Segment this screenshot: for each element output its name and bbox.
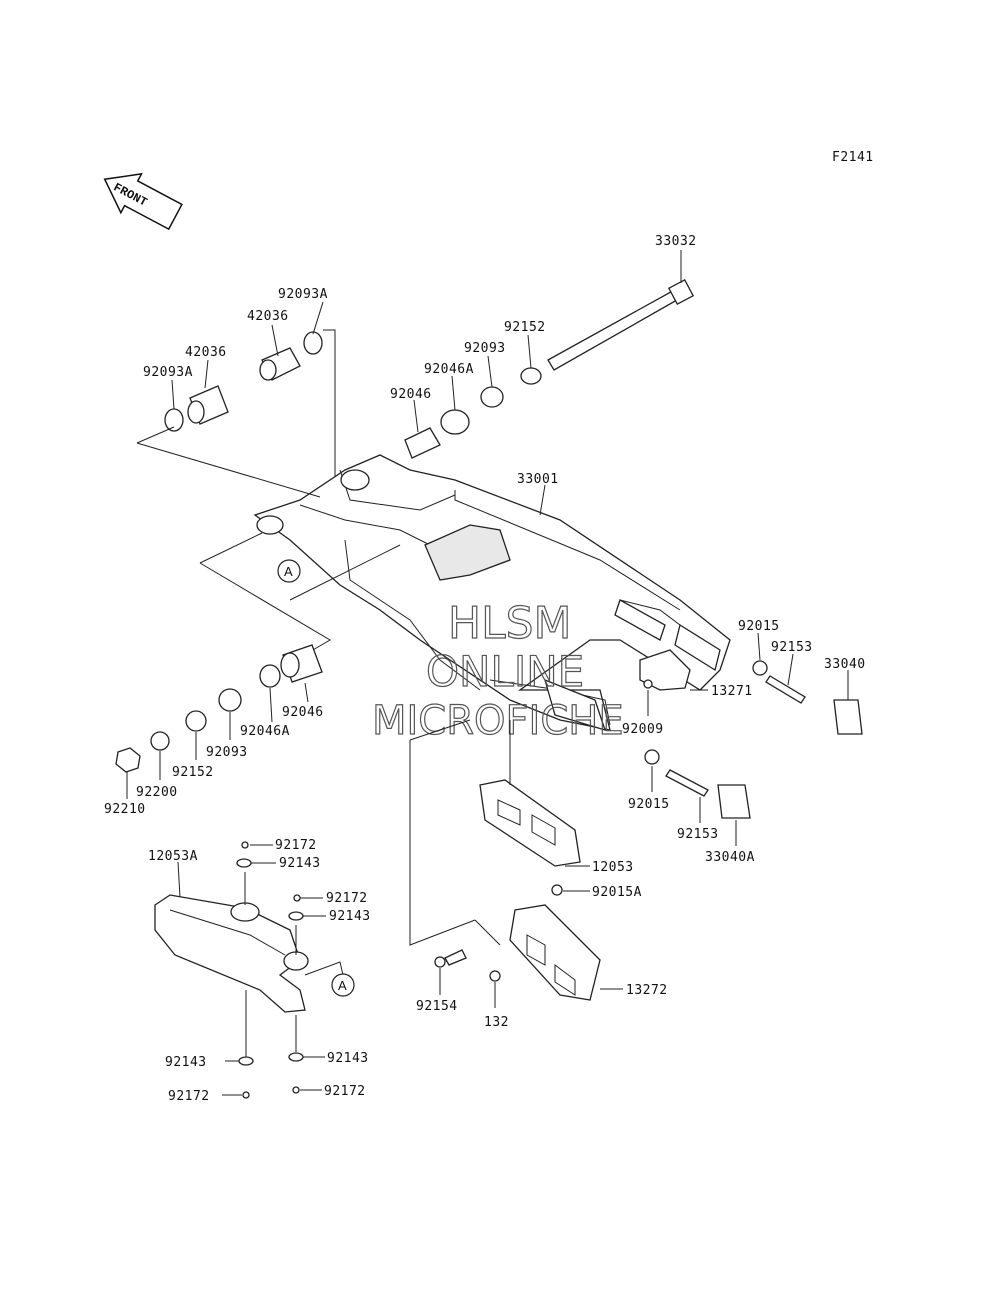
svg-text:HLSM: HLSM: [448, 598, 572, 649]
label-92046-top: 92046: [390, 387, 432, 402]
label-92093A-left: 92093A: [143, 365, 193, 380]
callout-a-bottom: A: [331, 973, 355, 997]
label-92015-mid: 92015: [628, 797, 670, 812]
front-arrow-icon: FRONT: [103, 172, 183, 231]
label-33040: 33040: [824, 657, 866, 672]
svg-text:ONLINE: ONLINE: [426, 647, 584, 696]
label-92046A-mid: 92046A: [240, 724, 290, 739]
label-92153-right: 92153: [771, 640, 813, 655]
chain-guide: [479, 779, 581, 867]
chain-adjuster-parts: [639, 649, 863, 819]
label-92143-d: 92143: [327, 1051, 369, 1066]
label-42036-top: 42036: [247, 309, 289, 324]
label-92046-mid: 92046: [282, 705, 324, 720]
label-12053: 12053: [592, 860, 634, 875]
label-92093-top: 92093: [464, 341, 506, 356]
label-92046A-top: 92046A: [424, 362, 474, 377]
middle-bearing-set: [115, 644, 323, 773]
svg-text:MICROFICHE: MICROFICHE: [372, 698, 624, 744]
label-92200: 92200: [136, 785, 178, 800]
label-33040A: 33040A: [705, 850, 755, 865]
label-132: 132: [484, 1015, 509, 1030]
label-92172-b: 92172: [326, 891, 368, 906]
label-13272: 13272: [626, 983, 668, 998]
label-92015-right: 92015: [738, 619, 780, 634]
pivot-shaft: [547, 278, 695, 371]
label-33032: 33032: [655, 234, 697, 249]
label-92172-a: 92172: [275, 838, 317, 853]
label-92172-c: 92172: [168, 1089, 210, 1104]
label-92153-mid: 92153: [677, 827, 719, 842]
watermark: HLSM ONLINE MICROFICHE: [371, 597, 624, 744]
swing-arm-body: [253, 454, 731, 731]
label-92210: 92210: [104, 802, 146, 817]
label-92152-top: 92152: [504, 320, 546, 335]
label-92015A: 92015A: [592, 885, 642, 900]
callout-a-top: A: [277, 559, 301, 583]
label-92093-mid: 92093: [206, 745, 248, 760]
swing-arm-guard: [154, 841, 309, 1099]
label-92172-d: 92172: [324, 1084, 366, 1099]
label-42036-left: 42036: [185, 345, 227, 360]
label-92154: 92154: [416, 999, 458, 1014]
label-12053A: 12053A: [148, 849, 198, 864]
label-92143-a: 92143: [279, 856, 321, 871]
label-13271: 13271: [711, 684, 753, 699]
label-92093A-top: 92093A: [278, 287, 328, 302]
label-92152-mid: 92152: [172, 765, 214, 780]
label-92143-c: 92143: [165, 1055, 207, 1070]
label-92143-b: 92143: [329, 909, 371, 924]
label-92009: 92009: [622, 722, 664, 737]
label-33001: 33001: [517, 472, 559, 487]
svg-text:A: A: [284, 564, 293, 579]
figure-code: F2141: [832, 150, 874, 165]
top-bushings: [164, 331, 542, 459]
svg-text:A: A: [338, 978, 347, 993]
chain-guide-plate: [434, 884, 601, 1001]
